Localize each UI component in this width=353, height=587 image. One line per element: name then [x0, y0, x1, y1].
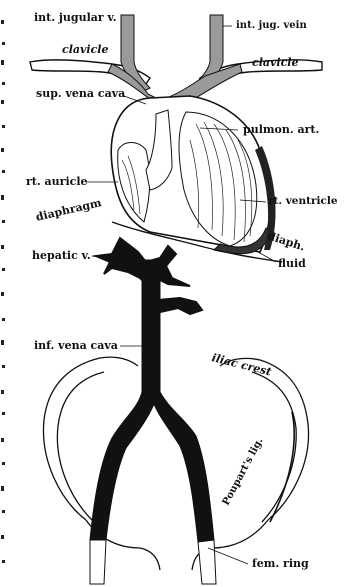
label-int-jug-vein: int. jug. vein — [236, 21, 307, 31]
left-femoral-vein — [90, 540, 106, 584]
renal-vein-branch — [158, 298, 202, 314]
label-rt-auricle: rt. auricle — [26, 176, 88, 187]
label-clavicle-right: clavicle — [252, 57, 298, 68]
label-pulmon-art: pulmon. art. — [243, 124, 319, 135]
femoral-veins — [90, 540, 216, 584]
pelvis — [43, 357, 308, 570]
label-inf-vena-cava: inf. vena cava — [34, 340, 118, 351]
label-fem-ring: fem. ring — [252, 558, 309, 569]
page-edge-text — [1, 20, 5, 563]
leader-fluid — [258, 252, 276, 262]
label-clavicle-left: clavicle — [62, 44, 108, 55]
label-sup-vena-cava: sup. vena cava — [36, 88, 125, 99]
label-rt-ventricle: rt. ventricle — [268, 196, 338, 207]
right-femoral-vein — [198, 540, 216, 584]
right-auricle — [118, 143, 150, 223]
label-hepatic-v: hepatic v. — [32, 250, 91, 261]
label-fluid: fluid — [278, 258, 306, 269]
label-int-jugular-v: int. jugular v. — [34, 12, 117, 23]
lower-venous-system — [90, 238, 214, 542]
